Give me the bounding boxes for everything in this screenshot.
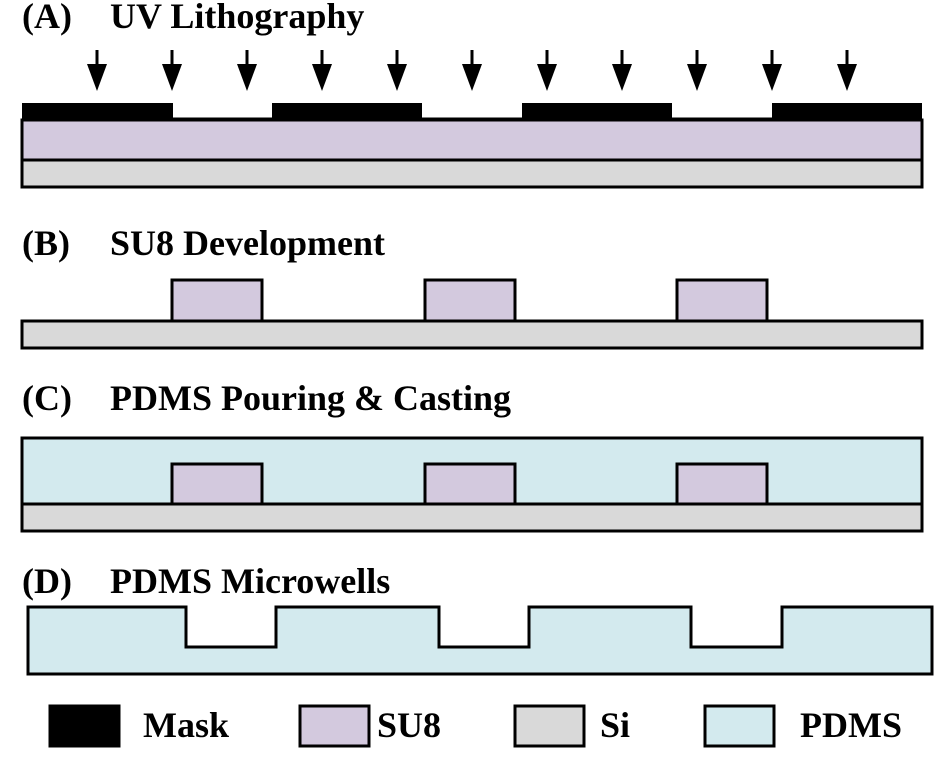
su8-pillar	[423, 462, 517, 506]
panel-b-title: SU8 Development	[110, 223, 385, 263]
panel-c-label: (C)	[22, 378, 72, 418]
legend-label-mask: Mask	[143, 705, 229, 745]
si-substrate	[20, 319, 924, 350]
su8-pillar	[170, 462, 264, 506]
mask-segment	[772, 103, 922, 120]
uv-arrow-icon	[237, 50, 257, 91]
mask-segment	[272, 103, 422, 120]
legend-label-si: Si	[600, 705, 630, 745]
panel-a-label: (A)	[22, 0, 72, 36]
su8-pillar	[675, 462, 769, 506]
si-substrate	[20, 502, 924, 533]
legend-swatch-mask	[48, 704, 121, 748]
su8-layer	[20, 118, 924, 162]
panel-b-label: (B)	[22, 223, 70, 263]
uv-arrow-icon	[312, 50, 332, 91]
mask-segment	[22, 103, 173, 120]
legend-swatch-si	[513, 704, 586, 748]
panel-d-title: PDMS Microwells	[110, 561, 390, 601]
su8-pillars	[170, 462, 769, 506]
legend: Mask SU8 Si PDMS	[48, 704, 902, 748]
legend-swatch-su8	[298, 704, 371, 748]
panel-c: (C) PDMS Pouring & Casting	[20, 378, 924, 533]
uv-arrows	[87, 50, 857, 91]
uv-arrow-icon	[462, 50, 482, 91]
su8-pillar	[170, 278, 264, 323]
panel-a: (A) UV Lithography	[20, 0, 924, 189]
pdms-microwells	[26, 605, 934, 676]
mask-segment	[522, 103, 672, 120]
legend-label-pdms: PDMS	[800, 705, 902, 745]
uv-arrow-icon	[837, 50, 857, 91]
uv-arrow-icon	[87, 50, 107, 91]
si-substrate	[20, 158, 924, 189]
panel-d-label: (D)	[22, 561, 72, 601]
legend-label-su8: SU8	[377, 705, 441, 745]
panel-a-title: UV Lithography	[110, 0, 364, 36]
su8-pillar	[675, 278, 769, 323]
uv-arrow-icon	[762, 50, 782, 91]
uv-arrow-icon	[612, 50, 632, 91]
panel-b: (B) SU8 Development	[20, 223, 924, 350]
uv-arrow-icon	[537, 50, 557, 91]
legend-swatch-pdms	[703, 704, 776, 748]
uv-arrow-icon	[387, 50, 407, 91]
photomask	[22, 103, 922, 121]
uv-arrow-icon	[687, 50, 707, 91]
panel-c-title: PDMS Pouring & Casting	[110, 378, 511, 418]
su8-pillar	[423, 278, 517, 323]
panel-d: (D) PDMS Microwells	[22, 561, 934, 676]
uv-arrow-icon	[162, 50, 182, 91]
su8-pillars	[170, 278, 769, 323]
